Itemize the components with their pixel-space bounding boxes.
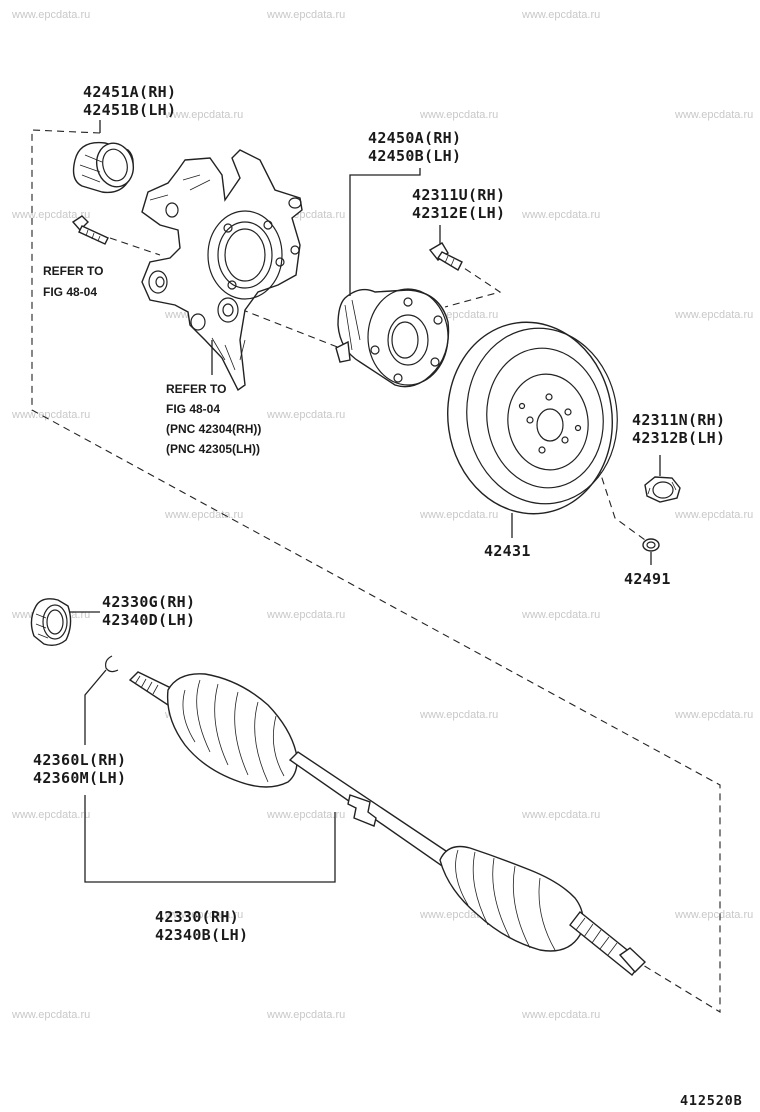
watermark: www.epcdata.ru	[11, 209, 90, 221]
leader-hub	[349, 168, 421, 296]
watermark: www.epcdata.ru	[164, 509, 243, 521]
watermark: www.epcdata.ru	[11, 809, 90, 821]
brake-disc	[447, 321, 618, 515]
assembly-boundary	[31, 129, 721, 1013]
outer-seal-lh-label: 42340D(LH)	[102, 611, 195, 629]
watermark: www.epcdata.ru	[164, 109, 243, 121]
label-hub-bolt: 42311U(RH) 42312E(LH)	[412, 186, 505, 222]
snap-ring-lh-label: 42360M(LH)	[33, 769, 126, 787]
watermark: www.epcdata.ru	[419, 709, 498, 721]
nut-lh-label: 42312B(LH)	[632, 429, 725, 447]
hub-nut	[644, 476, 681, 503]
watermark: www.epcdata.ru	[164, 909, 243, 921]
snap-ring-rh-label: 42360L(RH)	[33, 751, 126, 769]
watermark: www.epcdata.ru	[521, 209, 600, 221]
wheel-bearing	[72, 141, 134, 194]
watermark: www.epcdata.ru	[674, 309, 753, 321]
watermark: www.epcdata.ru	[11, 9, 90, 21]
watermark: www.epcdata.ru	[674, 909, 753, 921]
label-drive-shaft: 42330(RH) 42340B(LH)	[155, 908, 248, 944]
knuckle-refer-line3: (PNC 42304(RH))	[166, 422, 261, 436]
watermark: www.epcdata.ru	[674, 509, 753, 521]
knuckle-refer-line4: (PNC 42305(LH))	[166, 442, 260, 456]
watermark: www.epcdata.ru	[419, 109, 498, 121]
alignment-line-bolt	[109, 237, 161, 256]
hub-bolt-lh-label: 42312E(LH)	[412, 204, 505, 222]
hub-lh-label: 42450B(LH)	[368, 147, 461, 165]
leader-snap-ring	[84, 669, 107, 745]
label-bearing: 42451A(RH) 42451B(LH)	[83, 83, 176, 119]
hub-bolt-rh-label: 42311U(RH)	[412, 186, 505, 204]
label-nut: 42311N(RH) 42312B(LH)	[632, 411, 725, 447]
watermark: www.epcdata.ru	[266, 609, 345, 621]
axle-hub	[335, 288, 450, 388]
drive-shaft-lh-label: 42340B(LH)	[155, 926, 248, 944]
alignment-line-knuckle-hub	[229, 304, 346, 351]
watermark: www.epcdata.ru	[266, 9, 345, 21]
bearing-lh-label: 42451B(LH)	[83, 101, 176, 119]
watermark: www.epcdata.ru	[521, 809, 600, 821]
watermark: www.epcdata.ru	[266, 409, 345, 421]
watermark: www.epcdata.ru	[674, 109, 753, 121]
nut-rh-label: 42311N(RH)	[632, 411, 725, 429]
watermark: www.epcdata.ru	[674, 709, 753, 721]
drive-shaft-rh-label: 42330(RH)	[155, 908, 239, 926]
bolt-refer-line2: FIG 48-04	[43, 285, 97, 299]
watermark: www.epcdata.ru	[521, 609, 600, 621]
hub-cap	[642, 538, 660, 552]
snap-ring	[105, 655, 119, 673]
knuckle-bolt	[71, 215, 109, 245]
watermark: www.epcdata.ru	[419, 509, 498, 521]
hub-rh-label: 42450A(RH)	[368, 129, 461, 147]
label-knuckle-refer: REFER TO FIG 48-04 (PNC 42304(RH)) (PNC …	[166, 382, 261, 456]
bearing-rh-label: 42451A(RH)	[83, 83, 176, 101]
watermark: www.epcdata.ru	[11, 409, 90, 421]
watermark: www.epcdata.ru	[11, 1009, 90, 1021]
steering-knuckle	[141, 149, 303, 392]
alignment-line-hub-bolt	[444, 261, 502, 308]
knuckle-refer-line2: FIG 48-04	[166, 402, 220, 416]
figure-id: 412520B	[680, 1093, 743, 1109]
watermark: www.epcdata.ru	[521, 1009, 600, 1021]
outer-seal-rh-label: 42330G(RH)	[102, 593, 195, 611]
label-hub: 42450A(RH) 42450B(LH)	[368, 129, 461, 165]
knuckle-refer-line1: REFER TO	[166, 382, 226, 396]
label-snap-ring: 42360L(RH) 42360M(LH)	[33, 751, 126, 787]
disc-label: 42431	[484, 542, 531, 560]
watermark: www.epcdata.ru	[266, 1009, 345, 1021]
drive-shaft	[128, 671, 647, 976]
label-outer-seal: 42330G(RH) 42340D(LH)	[102, 593, 195, 629]
label-bolt-refer: REFER TO FIG 48-04	[43, 264, 103, 299]
bolt-refer-line1: REFER TO	[43, 264, 103, 278]
cap-label: 42491	[624, 570, 671, 588]
outer-seal	[30, 598, 72, 647]
leader-drive-shaft	[84, 795, 336, 883]
hub-bolt	[428, 242, 463, 271]
watermark: www.epcdata.ru	[266, 809, 345, 821]
watermark: www.epcdata.ru	[521, 9, 600, 21]
